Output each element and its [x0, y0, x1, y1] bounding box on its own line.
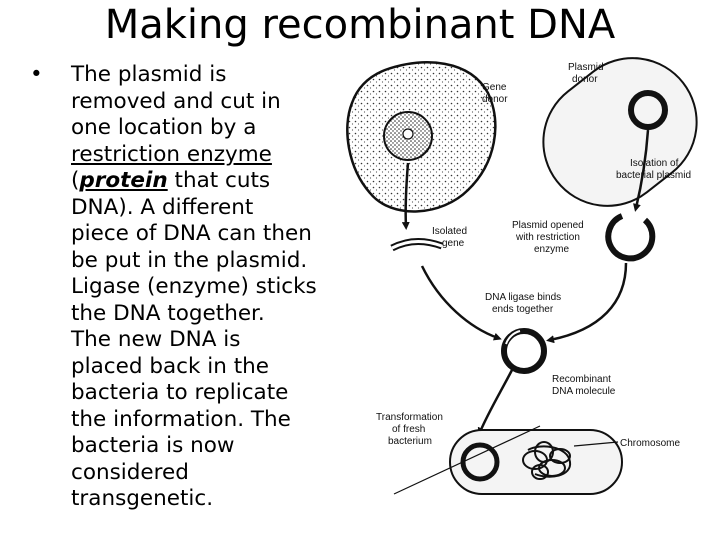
arrow-transformation: [477, 369, 514, 436]
ligase-label: DNA ligase binds: [485, 292, 561, 303]
bullet-line: one location by a: [71, 115, 257, 140]
arrow-gene-ligase: [420, 265, 502, 341]
plasmid-donor-label: donor: [572, 74, 598, 85]
isolated-gene-label: gene: [442, 238, 465, 249]
plasmid-opened-label: with restriction: [515, 232, 580, 243]
isolation-label: Isolation of: [630, 158, 679, 169]
plasmid-donor-bacterium: [542, 57, 698, 207]
bullet-line: the DNA together.: [71, 300, 265, 326]
bullet-line-rest: that cuts: [167, 168, 271, 193]
bullet-dot: •: [30, 62, 43, 87]
bullet-line: The new DNA is: [71, 327, 241, 352]
plasmid-opened-label: enzyme: [534, 244, 569, 255]
restriction-enzyme-term: restriction enzyme: [71, 141, 272, 167]
transformation-label: of fresh: [392, 424, 425, 435]
recombinant-label: Recombinant: [552, 374, 611, 385]
bullet-line: transgenetic.: [71, 486, 214, 511]
bullet-line: DNA). A different: [71, 194, 254, 220]
transformation-pointer: [393, 425, 541, 495]
arrow-plasmid-isolation: [633, 129, 650, 212]
arrow-plasmid-ligase: [546, 262, 628, 344]
bullet-line: bacteria is now: [71, 433, 235, 458]
inserted-gene-segment: [505, 330, 521, 345]
bacterial-chromosome: [522, 441, 572, 480]
open-paren: (: [71, 168, 80, 193]
bullet-line: (protein that cuts: [71, 168, 333, 195]
recombinant-label: DNA molecule: [552, 386, 616, 397]
slide-title: Making recombinant DNA: [104, 2, 616, 48]
recombinant-dna-molecule: [501, 328, 547, 374]
bullet-line: the information. The: [71, 406, 291, 432]
nucleolus: [402, 128, 414, 140]
bullet-line: placed back in the: [71, 353, 269, 379]
plasmid-opened-label: Plasmid opened: [512, 220, 584, 231]
bullet-line: The plasmid is: [71, 62, 227, 87]
protein-term: protein: [79, 168, 168, 193]
opened-plasmid: [605, 213, 656, 262]
bullet-line: Ligase (enzyme) sticks: [71, 274, 317, 299]
bullet-text: The plasmid is removed and cut in one lo…: [71, 62, 333, 513]
transformation-label: Transformation: [376, 412, 443, 423]
isolated-gene-core: [391, 240, 443, 250]
transformed-bacterium: [449, 429, 623, 495]
recombinant-dna-diagram: Gene donor Plasmid donor Isolation of ba…: [346, 57, 698, 495]
arrow-gene-isolation: [401, 162, 410, 230]
transformation-label: bacterium: [388, 436, 432, 447]
ligase-label: ends together: [492, 304, 554, 315]
chromosome-pointer: [573, 441, 619, 447]
chromosome-label: Chromosome: [620, 438, 680, 449]
gene-donor-label: donor: [482, 94, 508, 105]
isolated-gene-label: Isolated: [432, 226, 467, 237]
donor-plasmid: [628, 90, 668, 130]
isolation-label: bacterial plasmid: [616, 170, 691, 181]
bullet-line: bacteria to replicate: [71, 380, 289, 405]
gene-donor-label: Gene: [482, 82, 507, 93]
plasmid-donor-label: Plasmid: [568, 62, 604, 73]
bullet-line: piece of DNA can then: [71, 221, 312, 246]
bullet-line: considered: [71, 459, 189, 485]
bullet-line: removed and cut in: [71, 88, 281, 114]
bullet-line: be put in the plasmid.: [71, 247, 308, 273]
